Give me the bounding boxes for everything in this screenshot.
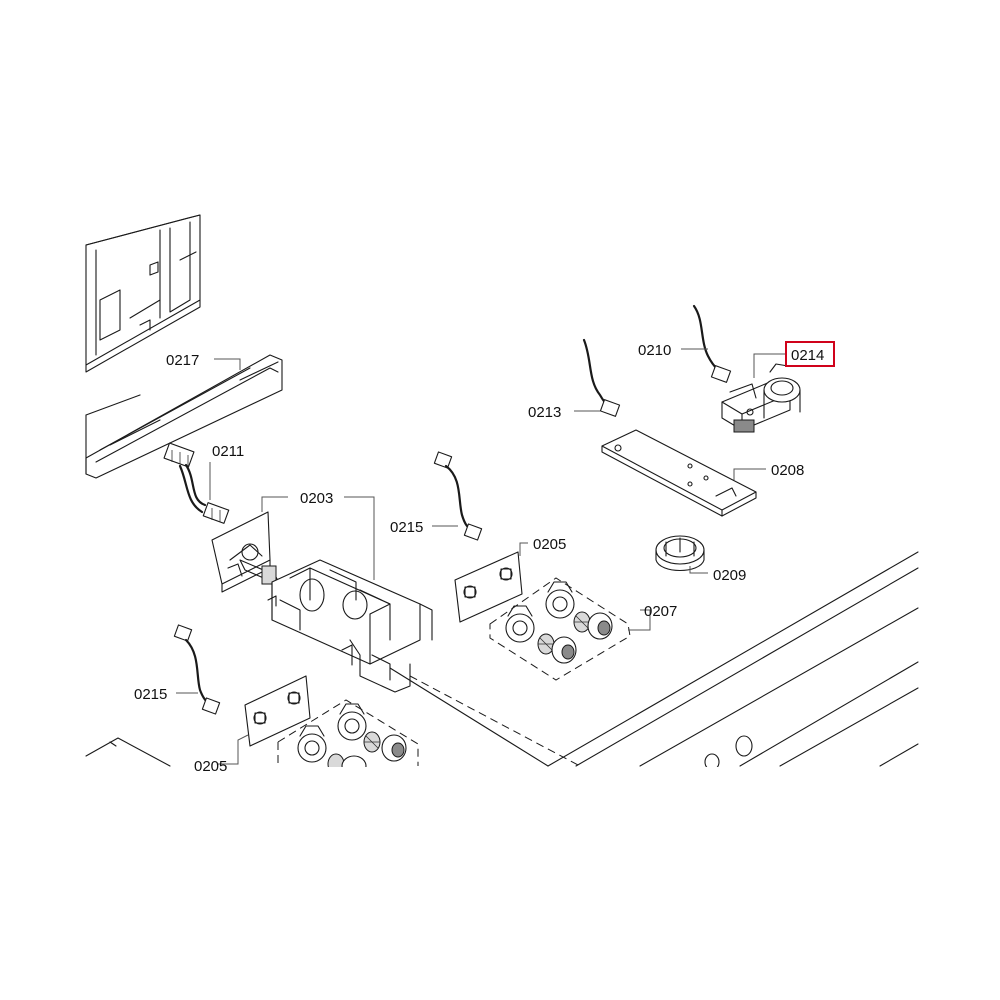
- housing-part-0203: [267, 559, 433, 693]
- label-0213: 0213: [528, 404, 561, 421]
- ring-part-0209: [655, 535, 705, 571]
- rail-part-0217: [85, 354, 283, 479]
- label-0203: 0203: [300, 490, 333, 507]
- label-0207: 0207: [644, 603, 677, 620]
- highlight-box-0214: [785, 341, 835, 367]
- bottom-blank-area: [0, 767, 1000, 1000]
- harness-part-0211: [163, 442, 230, 524]
- label-0208: 0208: [771, 462, 804, 479]
- label-0205-lower-partial: 0205: [194, 758, 227, 775]
- part-labels: 0217 0211 0203 0215 0205 0207 0209 0208 …: [134, 341, 835, 703]
- board-part-0208: [601, 429, 757, 517]
- label-0215-upper: 0215: [390, 519, 423, 536]
- plate-part-0205-lower: [244, 675, 311, 747]
- label-0214: 0214: [791, 347, 824, 364]
- label-0210: 0210: [638, 342, 671, 359]
- label-0205-upper: 0205: [533, 536, 566, 553]
- knob-set-part-0207-upper: [489, 577, 631, 681]
- sensor-part-0214: [721, 363, 801, 433]
- assembly-lines: [409, 675, 581, 767]
- label-0217: 0217: [166, 352, 199, 369]
- cable-part-0210: [692, 304, 732, 383]
- label-0209: 0209: [713, 567, 746, 584]
- leader-lines: [176, 348, 786, 765]
- cable-part-0213: [582, 338, 621, 417]
- cooktop-panel: [389, 551, 919, 771]
- bracket-part-0203-left: [211, 511, 281, 593]
- cable-part-0215-lower: [173, 624, 221, 715]
- frame-assembly: [85, 214, 201, 373]
- label-0211: 0211: [212, 443, 244, 460]
- cable-part-0215-upper: [433, 451, 483, 541]
- label-0215-lower: 0215: [134, 686, 167, 703]
- plate-part-0205-upper: [454, 551, 523, 623]
- lower-left-panel: [85, 737, 171, 767]
